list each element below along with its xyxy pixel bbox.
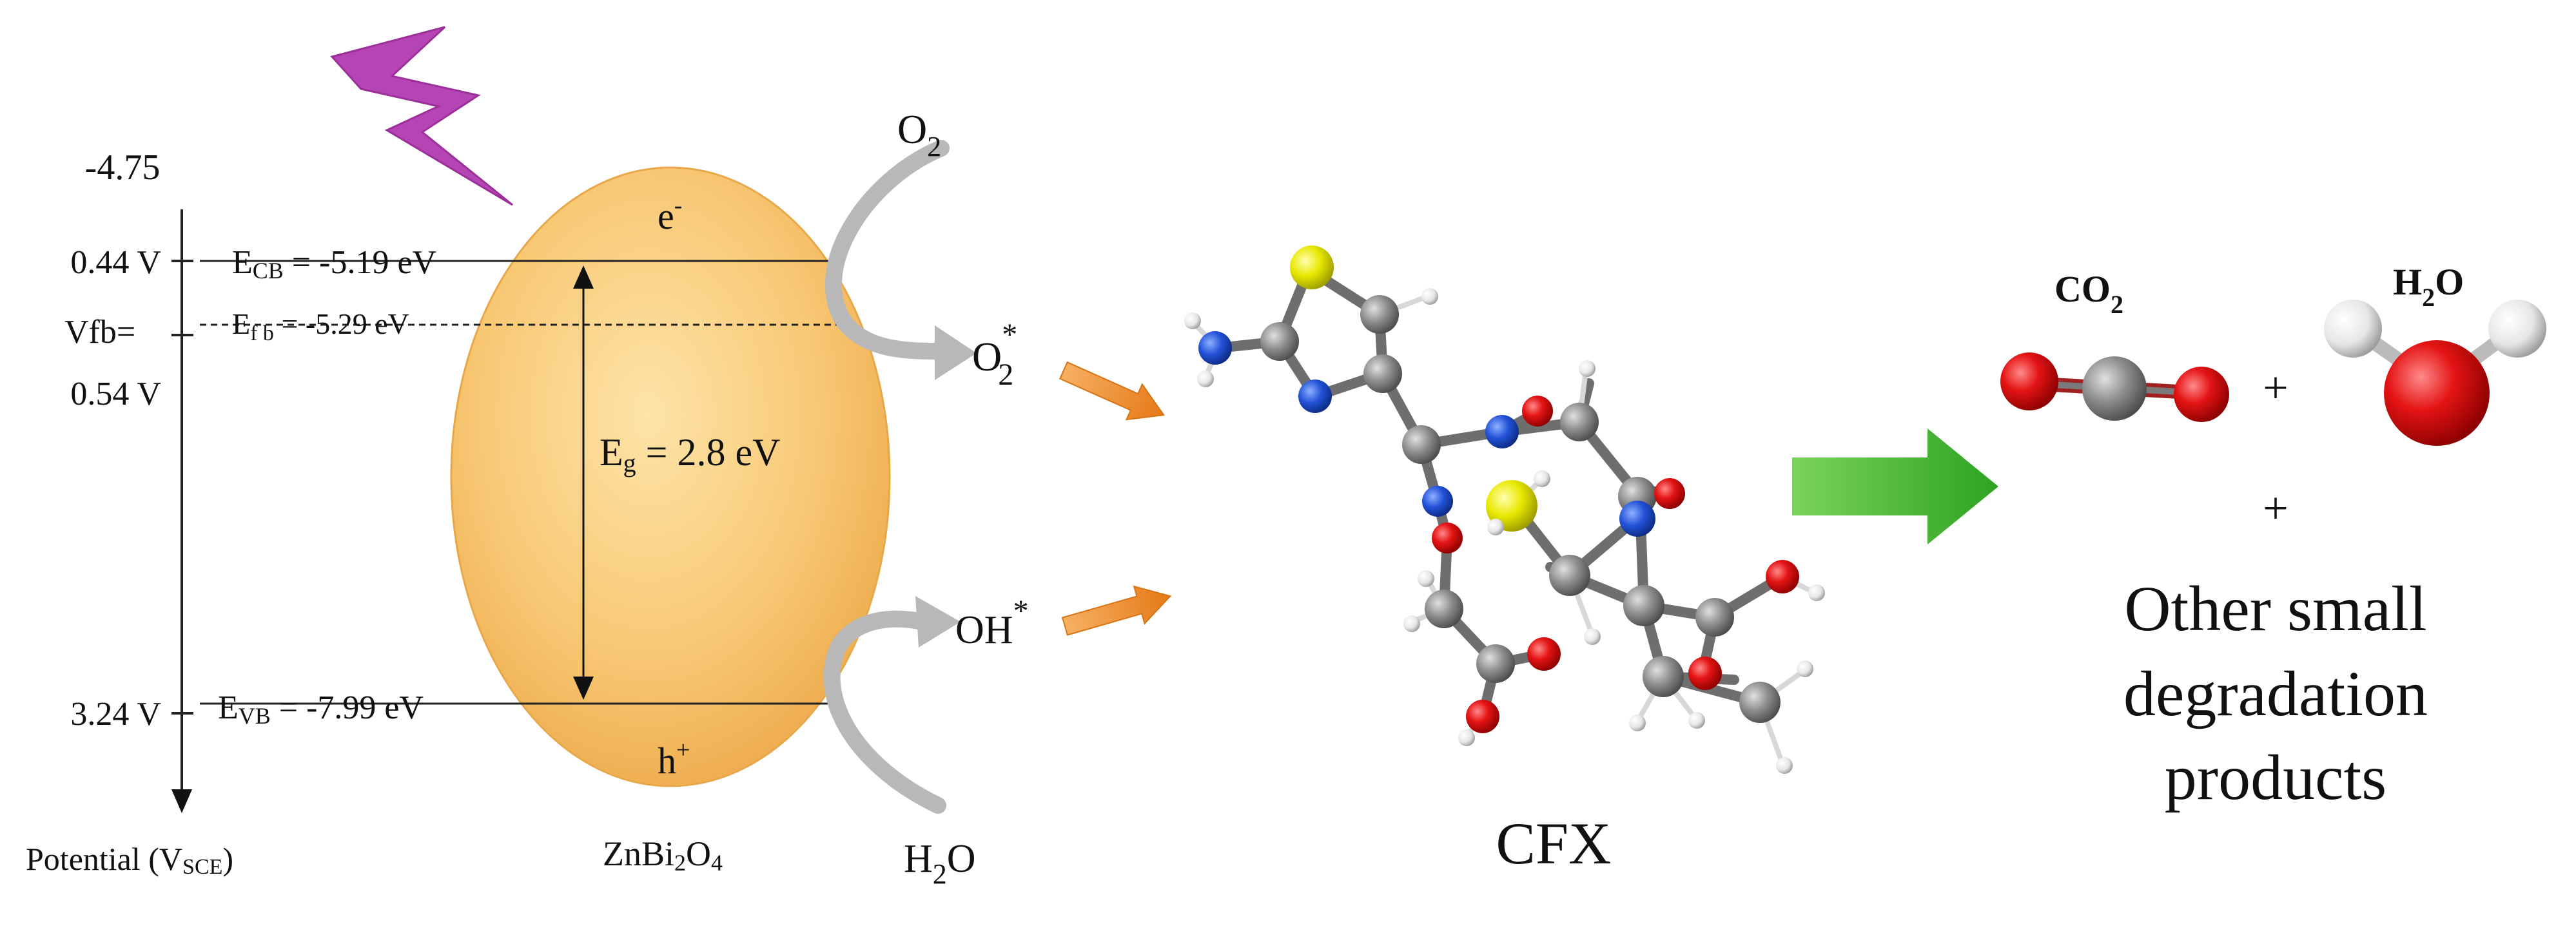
- oxidation-curved-arrow: [823, 610, 946, 814]
- semiconductor-name: ZnBi2O4: [603, 834, 723, 876]
- co2-molecule: [2000, 352, 2229, 422]
- other-products-line2: degradation: [2123, 658, 2428, 729]
- oxygen-label: O2: [897, 106, 941, 162]
- potential-axis-label: Potential (VSCE): [26, 841, 233, 879]
- degradation-arrow: [1792, 428, 1998, 544]
- cfx-molecule: [1184, 245, 1825, 774]
- potential-top-value: -4.75: [85, 148, 161, 187]
- fb-energy-label: Ef b = -5.29 eV: [232, 307, 409, 345]
- other-products-line3: products: [2165, 742, 2386, 813]
- other-products-line1: Other small: [2124, 573, 2426, 644]
- oxidation-arrowhead: [915, 596, 961, 648]
- plus-sign-below: +: [2263, 484, 2288, 533]
- tick-label-vfb: Vfb=: [64, 314, 135, 351]
- potential-axis-arrowhead: [171, 789, 192, 813]
- plus-sign: +: [2263, 363, 2288, 413]
- light-irradiation-icon: [330, 26, 513, 206]
- hydroxyl-attack-arrow: [1061, 585, 1172, 636]
- znbi2o4-semiconductor: [450, 166, 891, 787]
- hydroxyl-label: OH*: [955, 594, 1029, 652]
- water-label: H2O: [904, 837, 976, 890]
- tick-label-vb: 3.24 V: [70, 696, 161, 733]
- superoxide-label: O*2: [972, 318, 1017, 392]
- band-gap-label: Eg = 2.8 eV: [600, 431, 780, 477]
- cb-energy-label: ECB = -5.19 eV: [232, 244, 436, 284]
- superoxide-attack-arrow: [1059, 361, 1166, 421]
- band-gap-arrowhead-bottom: [573, 677, 594, 700]
- tick-label-cb: 0.44 V: [70, 244, 161, 281]
- cfx-label: CFX: [1496, 811, 1612, 876]
- electron-label: e-: [658, 192, 682, 237]
- h2o-label: H2O: [2393, 261, 2464, 312]
- vb-energy-label: EVB = -7.99 eV: [218, 689, 424, 729]
- h2o-molecule: [2324, 300, 2546, 446]
- co2-label: CO2: [2054, 268, 2123, 319]
- tick-label-fb-value: 0.54 V: [70, 376, 161, 412]
- reduction-arrowhead: [935, 325, 977, 380]
- band-gap-arrowhead-top: [573, 265, 594, 289]
- hole-label: h+: [658, 736, 690, 782]
- reduction-curved-arrow: [825, 140, 950, 360]
